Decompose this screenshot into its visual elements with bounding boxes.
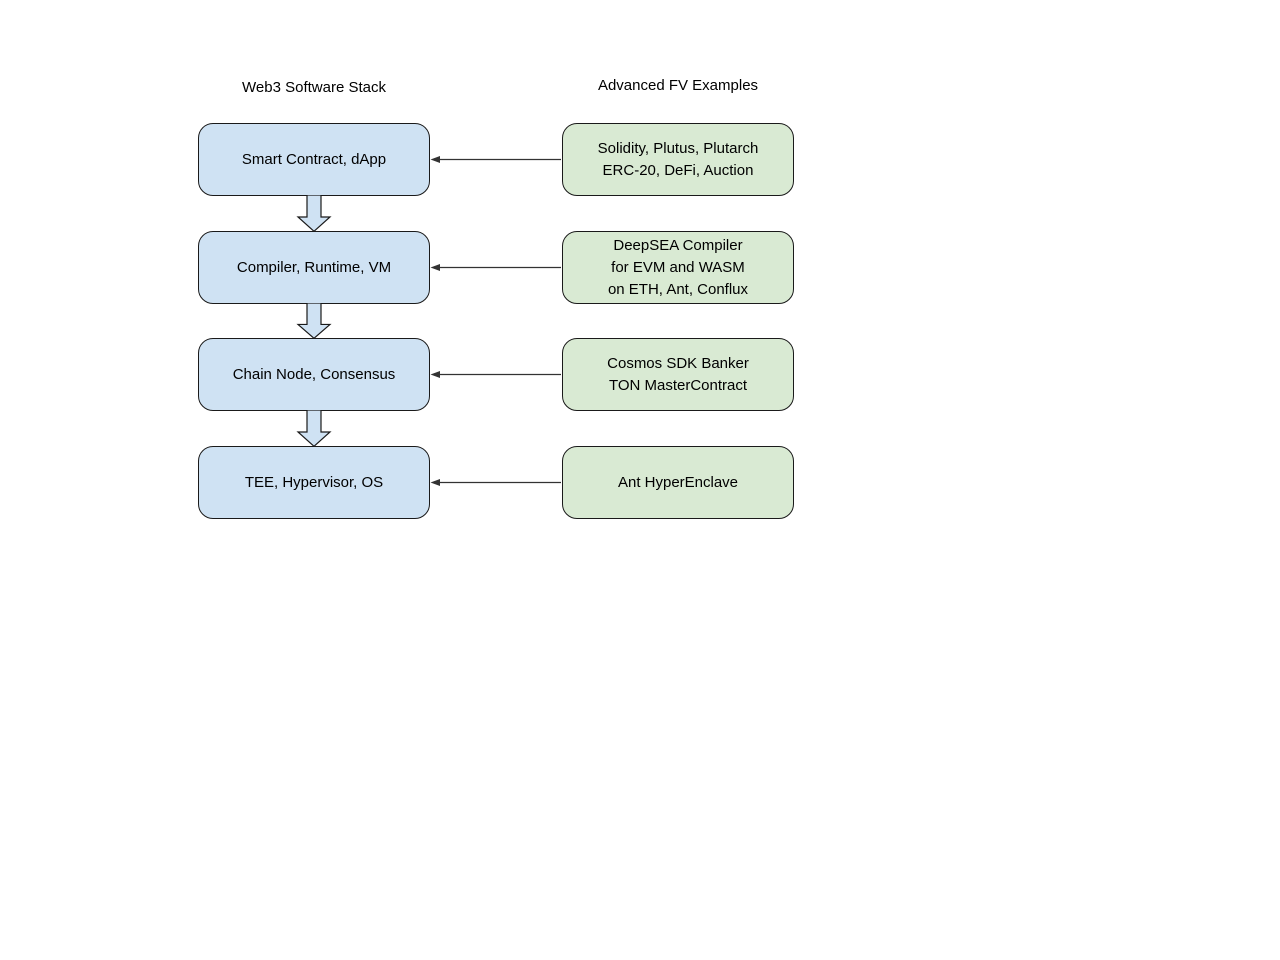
left-arrow-connector <box>430 156 561 163</box>
stack-node-smart-contract: Smart Contract, dApp <box>198 123 430 196</box>
example-node-label: Cosmos SDK Banker TON MasterContract <box>607 354 749 394</box>
example-node-deepsea: DeepSEA Compiler for EVM and WASM on ETH… <box>562 231 794 304</box>
example-node-label: Ant HyperEnclave <box>617 473 739 491</box>
examples-column-title: Advanced FV Examples <box>597 77 759 94</box>
example-node-label: Solidity, Plutus, Plutarch ERC-20, DeFi,… <box>597 139 759 179</box>
stack-node-label: Compiler, Runtime, VM <box>236 258 392 276</box>
left-arrow-connector <box>430 479 561 486</box>
stack-column-title: Web3 Software Stack <box>242 79 386 96</box>
down-arrow-icon <box>296 195 332 232</box>
stack-node-compiler: Compiler, Runtime, VM <box>198 231 430 304</box>
left-arrow-connector <box>430 264 561 271</box>
stack-node-label: TEE, Hypervisor, OS <box>244 473 384 491</box>
example-node-hyperenclave: Ant HyperEnclave <box>562 446 794 519</box>
down-arrow-icon <box>296 303 332 339</box>
example-node-solidity: Solidity, Plutus, Plutarch ERC-20, DeFi,… <box>562 123 794 196</box>
stack-node-chain-node: Chain Node, Consensus <box>198 338 430 411</box>
down-arrow-icon <box>296 410 332 447</box>
example-node-label: DeepSEA Compiler for EVM and WASM on ETH… <box>607 236 749 298</box>
stack-node-label: Smart Contract, dApp <box>241 150 387 168</box>
left-arrow-connector <box>430 371 561 378</box>
stack-node-tee: TEE, Hypervisor, OS <box>198 446 430 519</box>
stack-node-label: Chain Node, Consensus <box>232 365 396 383</box>
example-node-cosmos: Cosmos SDK Banker TON MasterContract <box>562 338 794 411</box>
